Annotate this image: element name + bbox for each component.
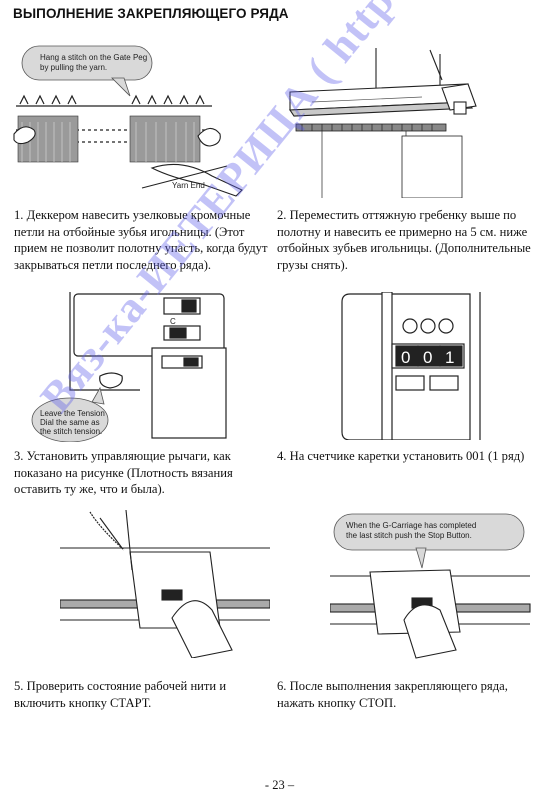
figure-move-comb xyxy=(282,48,544,198)
figure-row-counter: 0 0 1 xyxy=(330,292,530,440)
caption-step-1: 1. Деккером навесить узелковые кромочные… xyxy=(14,208,268,272)
caption-step-2: 2. Переместить оттяжную гребенку выше по… xyxy=(277,208,531,272)
figure-stop-button: When the G-Carriage has completed the la… xyxy=(330,512,542,660)
page-number: - 23 – xyxy=(264,778,295,792)
caption-step-6: 6. После выполнения закрепляющего ряда, … xyxy=(277,679,508,710)
counter-digit-2: 0 xyxy=(423,348,432,367)
figure-set-levers: C Leave the Tension Dial the same as the… xyxy=(30,292,242,442)
tension-callout-line-1: Leave the Tension xyxy=(40,409,105,418)
caption-step-4: 4. На счетчике каретки установить 001 (1… xyxy=(277,449,525,463)
figure-hang-stitch: Hang a stitch on the Gate Peg by pulling… xyxy=(12,38,267,198)
callout-line-2: by pulling the yarn. xyxy=(40,63,107,72)
stop-callout-line-1: When the G-Carriage has completed xyxy=(346,521,476,530)
yarn-end-label: Yarn End xyxy=(172,181,205,190)
caption-step-3: 3. Установить управляющие рычаги, как по… xyxy=(14,449,233,496)
tension-callout-line-3: the stitch tension. xyxy=(40,427,102,436)
page-title: ВЫПОЛНЕНИЕ ЗАКРЕПЛЯЮЩЕГО РЯДА xyxy=(13,6,289,21)
caption-step-5: 5. Проверить состояние рабочей нити и вк… xyxy=(14,679,227,710)
callout-line-1: Hang a stitch on the Gate Peg xyxy=(40,53,147,62)
counter-digit-3: 1 xyxy=(445,348,454,367)
tension-callout-line-2: Dial the same as xyxy=(40,418,100,427)
dial-letter: C xyxy=(170,317,176,326)
counter-digit-1: 0 xyxy=(401,348,410,367)
figure-start-button xyxy=(60,508,270,658)
stop-callout-line-2: the last stitch push the Stop Button. xyxy=(346,531,472,540)
